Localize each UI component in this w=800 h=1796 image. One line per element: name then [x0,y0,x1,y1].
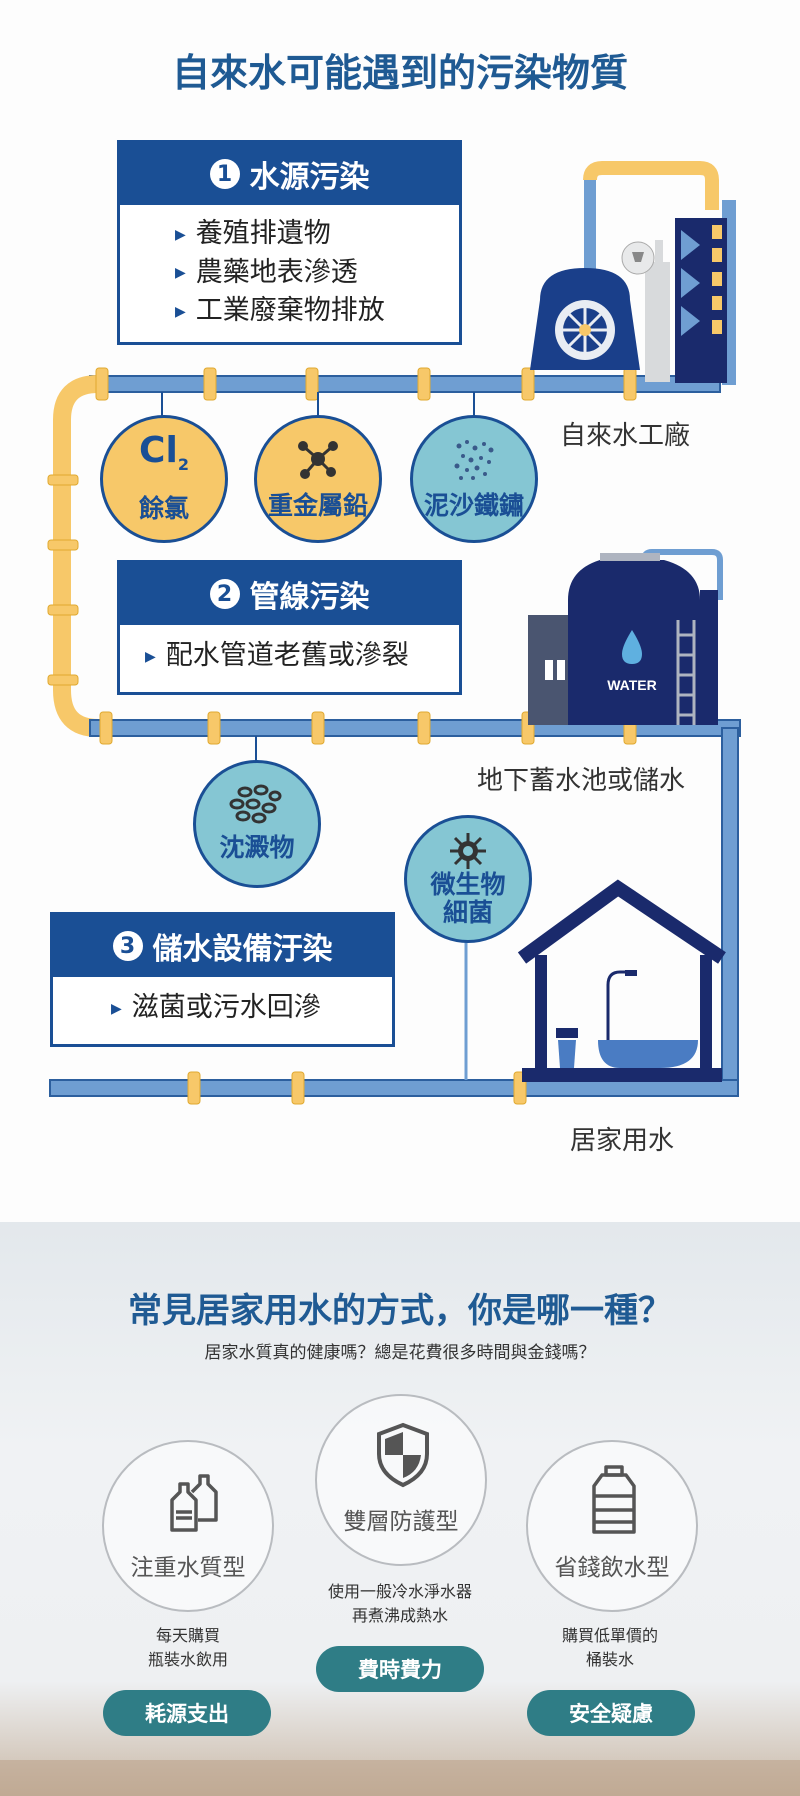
section-title: 水源污染 [249,160,370,195]
section-box-pipeline: 2 管線污染 ▶配水管道老舊或滲裂 [117,560,462,695]
house-icon [517,879,726,1082]
pollutant-label: 細菌 [442,898,493,927]
option-description: 購買低單價的 桶裝水 [561,1626,658,1669]
place-label-home: 居家用水 [570,1126,675,1156]
place-label-reservoir: 地下蓄水池或儲水 [477,766,686,796]
option-card-budget: 省錢飲水型 [526,1440,698,1612]
chlorine-symbol: Cl [139,429,178,471]
pollutant-microbe: 微生物 細菌 [404,815,532,943]
shield-icon [377,1422,429,1488]
pollutant-label: 微生物 [430,870,506,899]
section-title: 管線污染 [249,580,370,615]
option-name: 注重水質型 [130,1555,246,1581]
bottles-icon [170,1474,218,1532]
section-box-storage: 3 儲水設備汙染 ▶滋菌或污水回滲 [50,912,395,1047]
option-description: 使用一般冷水淨水器 再煮沸成熱水 [327,1582,472,1625]
section-number-badge: 1 [209,159,240,189]
list-item: ▶農藥地表滲透 [175,256,358,288]
option-tag-pill: 安全疑慮 [527,1690,695,1736]
section-title: 儲水設備汙染 [152,932,333,967]
option-name: 雙層防護型 [343,1509,459,1535]
chlorine-subscript: 2 [177,455,189,475]
virus-icon [450,833,486,869]
water-tank-icon: WATER [528,549,723,725]
bullet-triangle-icon: ▶ [175,226,186,243]
pollutant-label: 重金屬鉛 [267,491,368,520]
sediment-icon [229,784,282,824]
water-plant-icon [530,161,727,383]
option-tag-pill: 費時費力 [316,1646,484,1692]
bullet-triangle-icon: ▶ [175,265,186,281]
list-item: ▶養殖排遺物 [175,218,331,249]
option-description: 每天購買 瓶裝水飲用 [147,1626,228,1669]
bullet-triangle-icon: ▶ [145,648,156,665]
pollutant-chlorine: Cl2 餘氯 [100,415,228,543]
pollutant-silt-rust: 泥沙鐵鏽 [410,415,538,543]
pollutant-sediment: 沈澱物 [193,760,321,888]
water-jug-icon [592,1465,636,1534]
place-label-plant: 自來水工廠 [560,421,691,451]
section-number-badge: 2 [209,579,240,609]
option-name: 省錢飲水型 [554,1555,670,1581]
sediment-dots-icon [454,440,494,480]
habits-subtitle: 居家水質真的健康嗎？總是花費很多時間與金錢嗎？ [204,1343,596,1363]
option-card-dual: 雙層防護型 [315,1394,487,1566]
list-item: ▶配水管道老舊或滲裂 [145,640,409,671]
pollutant-heavy-metal: 重金屬鉛 [254,415,382,543]
pollutant-label: 泥沙鐵鏽 [423,491,524,520]
section-number-badge: 3 [112,931,143,961]
pollutant-label: 沈澱物 [219,833,295,862]
list-item: ▶工業廢棄物排放 [175,295,385,326]
section-box-source: 1 水源污染 ▶養殖排遺物 ▶農藥地表滲透 ▶工業廢棄物排放 [117,140,462,345]
tank-water-label: WATER [607,677,657,693]
bullet-triangle-icon: ▶ [111,1000,122,1017]
contamination-title: 自來水可能遇到的污染物質 [171,51,628,95]
bullet-triangle-icon: ▶ [175,303,186,320]
option-tag-pill: 耗源支出 [103,1690,271,1736]
option-card-quality: 注重水質型 [102,1440,274,1612]
molecule-icon [298,441,338,479]
habits-title: 常見居家用水的方式，你是哪一種？ [128,1291,672,1331]
list-item: ▶滋菌或污水回滲 [111,992,321,1023]
pollutant-label: 餘氯 [138,494,189,524]
